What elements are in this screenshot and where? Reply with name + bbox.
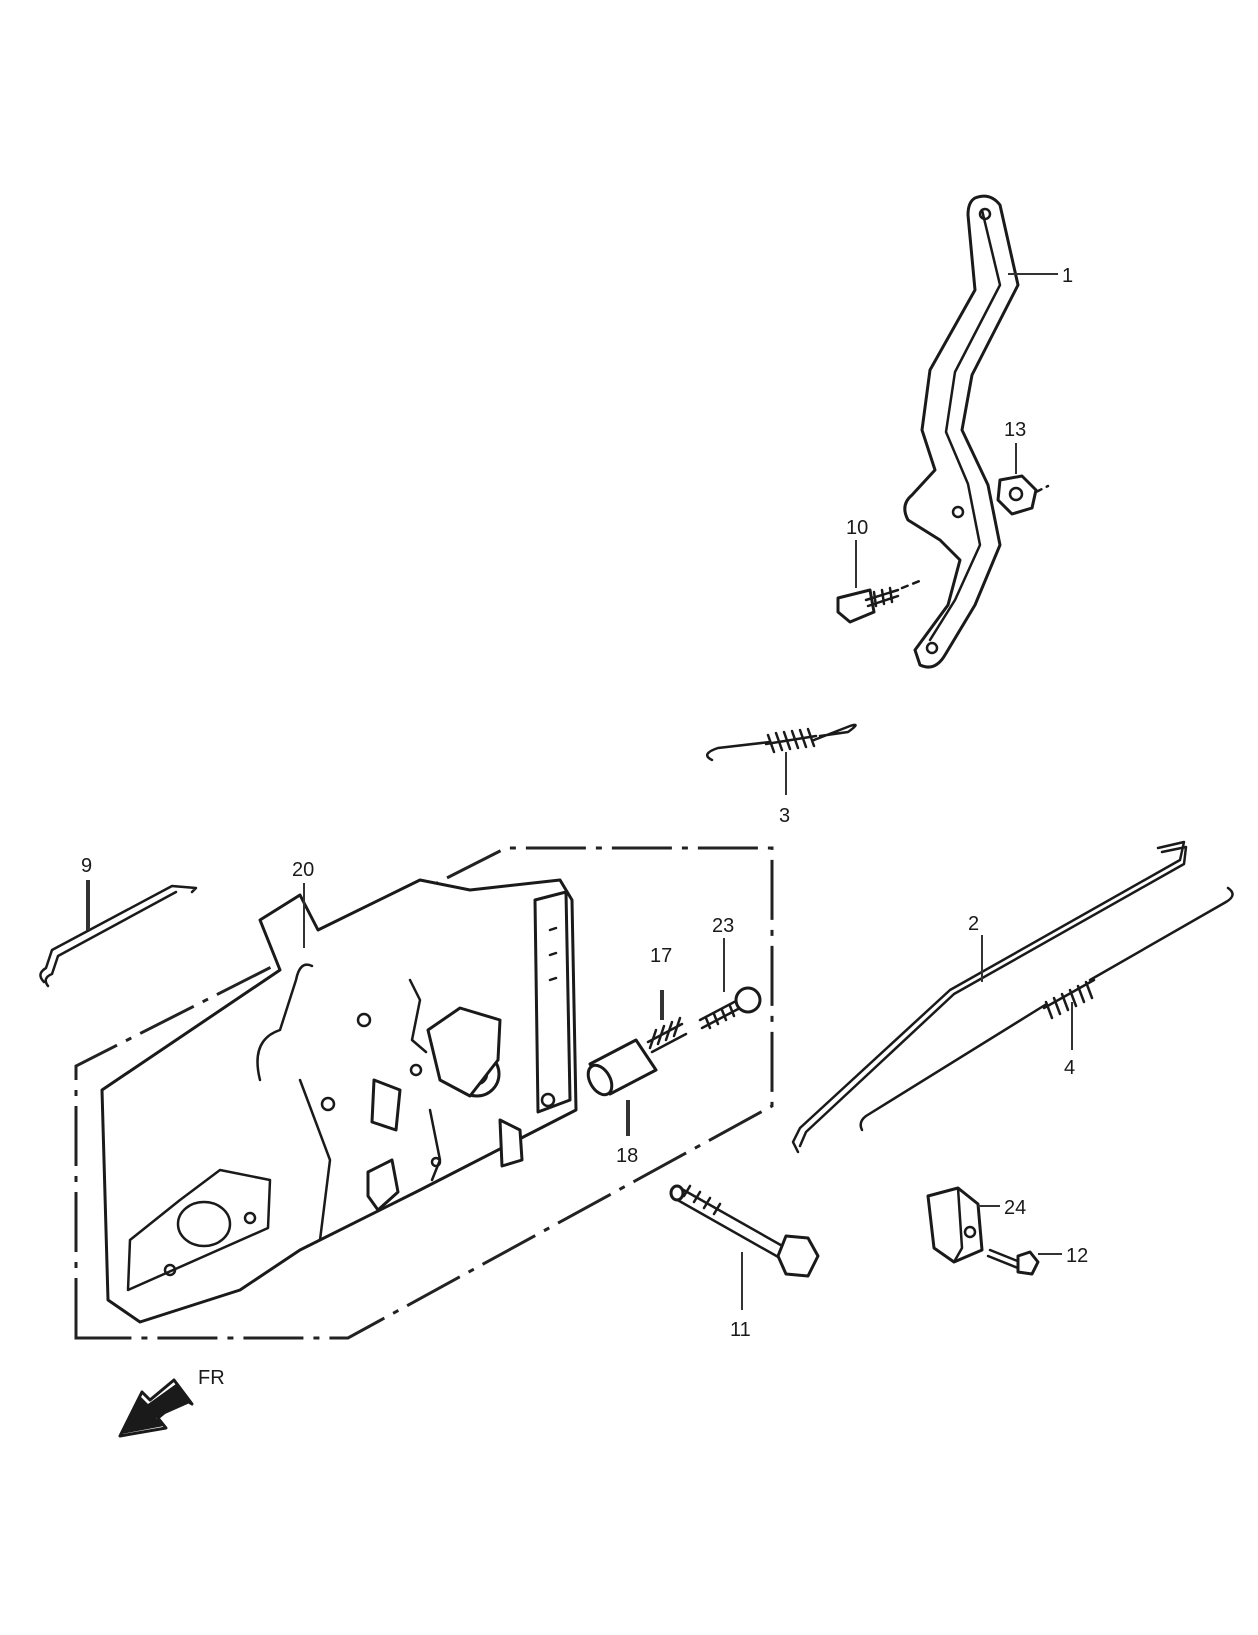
part-4-spring-rod (859, 886, 1234, 1132)
callout-2: 2 (968, 913, 979, 935)
part-1-control-lever (903, 194, 1020, 669)
callout-12: 12 (1066, 1245, 1088, 1267)
part-12-screw (986, 1248, 1040, 1276)
part-2-governor-rod (791, 840, 1188, 1154)
part-13-nut (996, 474, 1050, 516)
part-24-bracket (926, 1186, 984, 1264)
callout-1: 1 (1062, 265, 1073, 287)
part-18-collar (586, 1038, 658, 1097)
callout-9: 9 (81, 855, 92, 877)
callout-3: 3 (779, 805, 790, 827)
callout-18: 18 (616, 1145, 638, 1167)
part-17-spring (646, 1016, 688, 1054)
callout-10: 10 (846, 517, 868, 539)
callout-17: 17 (650, 945, 672, 967)
callout-23: 23 (712, 915, 734, 937)
part-11-bolt (669, 1184, 820, 1278)
callout-4: 4 (1064, 1057, 1075, 1079)
part-10-bolt (836, 578, 924, 624)
callout-24: 24 (1004, 1197, 1026, 1219)
front-direction-arrow: FR (118, 1367, 225, 1438)
part-9-link-rod (39, 884, 198, 988)
callout-13: 13 (1004, 419, 1026, 441)
fr-label: FR (198, 1367, 225, 1389)
part-20-plate-assembly (74, 846, 774, 1340)
part-3-spring (705, 723, 857, 762)
callout-20: 20 (292, 859, 314, 881)
callout-11: 11 (730, 1319, 751, 1341)
callout-labels: 1 2 3 4 9 10 11 12 13 17 18 20 23 24 (81, 265, 1088, 1341)
leader-lines (86, 273, 1073, 1310)
part-23-bolt (698, 986, 762, 1030)
